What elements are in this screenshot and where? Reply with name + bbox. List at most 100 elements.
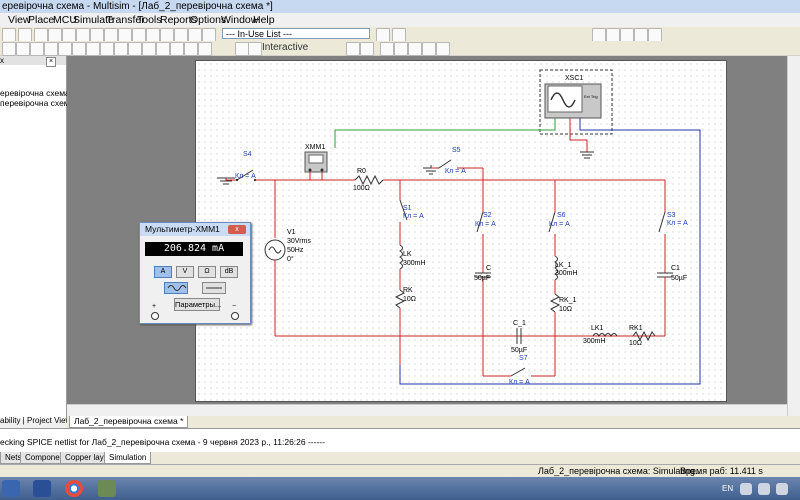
- spreadsheet-view: [0, 428, 800, 453]
- word-generator-icon[interactable]: [436, 42, 450, 56]
- database-icon[interactable]: [160, 28, 174, 42]
- freq-counter-icon[interactable]: [422, 42, 436, 56]
- lk1-label: LK_1: [555, 262, 571, 269]
- menu-simulate[interactable]: Simulate: [73, 14, 114, 26]
- rf-icon[interactable]: [184, 42, 198, 56]
- simulation-status: Лаб_2_перевірочна схема: Simulating...: [538, 466, 703, 476]
- app-icon[interactable]: [98, 480, 116, 497]
- network-icon[interactable]: [740, 483, 752, 495]
- tab-simulation[interactable]: Simulation: [104, 452, 152, 464]
- source-icon[interactable]: [2, 42, 16, 56]
- zoom-fit-icon[interactable]: [634, 28, 648, 42]
- lk-value: 300mH: [403, 260, 426, 267]
- opamp-icon[interactable]: [58, 42, 72, 56]
- volume-icon[interactable]: [758, 483, 770, 495]
- electromech-icon[interactable]: [198, 42, 212, 56]
- ni-instrument-icon[interactable]: [380, 42, 394, 56]
- open-icon[interactable]: [2, 28, 16, 42]
- annotate-icon[interactable]: [202, 28, 216, 42]
- menu-help[interactable]: Help: [253, 14, 275, 26]
- cut-icon[interactable]: [48, 28, 62, 42]
- language-indicator[interactable]: EN: [722, 484, 734, 493]
- paste-icon[interactable]: [76, 28, 90, 42]
- mixed-icon[interactable]: [114, 42, 128, 56]
- transistor-icon[interactable]: [44, 42, 58, 56]
- resistor-icon[interactable]: [16, 42, 30, 56]
- redo-icon[interactable]: [104, 28, 118, 42]
- dc-mode-button[interactable]: [202, 282, 226, 294]
- lk1b-value: 300mH: [583, 338, 606, 345]
- misc-icon[interactable]: [156, 42, 170, 56]
- misc-digital-icon[interactable]: [100, 42, 114, 56]
- copy-icon[interactable]: [62, 28, 76, 42]
- undo-icon[interactable]: [90, 28, 104, 42]
- ttl-icon[interactable]: [72, 42, 86, 56]
- menu-window[interactable]: Window: [221, 14, 259, 26]
- bode-icon[interactable]: [408, 42, 422, 56]
- multimeter-window[interactable]: Мультиметр-XMM1 x 206.824 mA A V Ω dB Па…: [139, 222, 251, 324]
- lk1b-label: LK1: [591, 325, 604, 332]
- help-icon[interactable]: [376, 28, 390, 42]
- power-icon[interactable]: [142, 42, 156, 56]
- advanced-peripherals-icon[interactable]: [170, 42, 184, 56]
- tree-item[interactable]: перевірочна схема: [0, 98, 75, 108]
- menu-options[interactable]: Options: [190, 14, 227, 26]
- minus-terminal[interactable]: [231, 312, 239, 320]
- plus-terminal[interactable]: [151, 312, 159, 320]
- zoom-area-icon[interactable]: [620, 28, 634, 42]
- run-icon[interactable]: [235, 42, 249, 56]
- toolbar-main: [0, 27, 800, 42]
- grapher-icon[interactable]: [132, 28, 146, 42]
- ac-mode-button[interactable]: [164, 282, 188, 294]
- print-icon[interactable]: [34, 28, 48, 42]
- parameters-button[interactable]: Параметры...: [174, 298, 222, 311]
- indicator-icon[interactable]: [128, 42, 142, 56]
- mode-volt-button[interactable]: V: [176, 266, 194, 278]
- close-icon[interactable]: x: [228, 225, 246, 234]
- toolbar-instruments: [0, 41, 800, 56]
- mode-ohm-button[interactable]: Ω: [198, 266, 216, 278]
- in-use-list-dropdown[interactable]: --- In-Use List ---: [222, 28, 370, 39]
- tree-item[interactable]: еревірочна схема: [0, 88, 70, 98]
- save-icon[interactable]: [18, 28, 32, 42]
- probe-settings-icon[interactable]: [360, 42, 374, 56]
- vertical-scrollbar[interactable]: [787, 56, 800, 416]
- menu-mcu[interactable]: MCU: [53, 14, 77, 26]
- menu-reports[interactable]: Reports: [160, 14, 197, 26]
- start-icon[interactable]: [2, 480, 20, 497]
- diode-icon[interactable]: [30, 42, 44, 56]
- s1-label: S1: [403, 205, 412, 212]
- stop-icon[interactable]: [248, 42, 262, 56]
- circuit-schematic: XSC1 Ext Trig S4 Кл = A XMM1 R0 100Ω S5 …: [217, 69, 701, 386]
- menu-tools[interactable]: Tools: [137, 14, 162, 26]
- erc-icon[interactable]: [188, 28, 202, 42]
- chrome-icon[interactable]: [65, 480, 83, 497]
- close-icon[interactable]: ×: [46, 57, 56, 67]
- cmos-icon[interactable]: [86, 42, 100, 56]
- breadboard-icon[interactable]: [174, 28, 188, 42]
- probe-icon[interactable]: [346, 42, 360, 56]
- zoom-in-icon[interactable]: [592, 28, 606, 42]
- menu-view[interactable]: View: [8, 14, 31, 26]
- schematic-sheet[interactable]: [195, 60, 727, 402]
- rk-label: RK: [403, 287, 413, 294]
- fullscreen-icon[interactable]: [648, 28, 662, 42]
- menu-place[interactable]: Place: [28, 14, 55, 26]
- left-panel-tabs[interactable]: ability | Project View: [0, 416, 72, 425]
- mode-ampere-button[interactable]: A: [154, 266, 172, 278]
- mode-db-button[interactable]: dB: [220, 266, 238, 278]
- component-icon[interactable]: [118, 28, 132, 42]
- menu-transfer[interactable]: Transfer: [106, 14, 145, 26]
- horizontal-scrollbar[interactable]: [67, 404, 787, 417]
- rk-value: 10Ω: [403, 296, 416, 303]
- flag-icon[interactable]: [776, 483, 788, 495]
- document-tab[interactable]: Лаб_2_перевірочна схема *: [69, 416, 189, 428]
- zoom-out-icon[interactable]: [606, 28, 620, 42]
- spreadsheet-icon[interactable]: [146, 28, 160, 42]
- oscilloscope-icon[interactable]: [394, 42, 408, 56]
- question-icon[interactable]: [392, 28, 406, 42]
- save-disk-icon[interactable]: [33, 480, 51, 497]
- c-label: C: [486, 265, 491, 272]
- multimeter-title-bar[interactable]: Мультиметр-XMM1 x: [140, 223, 250, 236]
- results-line: ecking SPICE netlist for Лаб_2_перевіроч…: [0, 437, 325, 447]
